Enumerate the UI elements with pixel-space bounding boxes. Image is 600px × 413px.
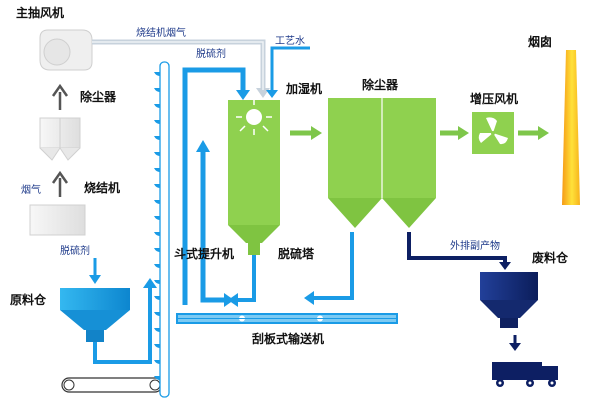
arrow-down-icon — [509, 343, 521, 351]
arrow-left-icon — [228, 293, 238, 307]
sintering-machine — [29, 204, 86, 236]
main-fan — [39, 29, 93, 71]
waste-silo — [480, 272, 538, 328]
elevator-bucket-icon — [154, 280, 160, 284]
elevator-bucket-icon — [154, 88, 160, 92]
silo-to-elevator-pipe — [93, 285, 152, 364]
process-water-pipe — [270, 46, 310, 92]
center-dust-collector — [328, 98, 436, 228]
desulfurizer-left-label: 脱硫剂 — [60, 244, 90, 257]
desulfurization-tower-label: 脱硫塔 — [278, 246, 315, 261]
scraper-conveyor — [176, 313, 398, 324]
collector-to-conveyor-pipe — [312, 232, 354, 300]
left-dust-collector — [39, 117, 81, 161]
arrow-up-icon — [51, 170, 69, 197]
scraper-conveyor-label: 刮板式输送机 — [252, 331, 324, 346]
arrow-right-icon — [538, 126, 549, 140]
bucket-elevator — [154, 61, 170, 398]
sinter-flue-gas-label: 烧结机烟气 — [136, 26, 186, 39]
elevator-bucket-icon — [154, 152, 160, 156]
byproduct-label: 外排副产物 — [450, 239, 500, 252]
chimney — [562, 50, 580, 205]
arrow-up-icon — [143, 278, 157, 288]
elevator-bucket-icon — [154, 72, 160, 76]
main-fan-label: 主抽风机 — [16, 5, 64, 20]
elevator-bucket-icon — [154, 312, 160, 316]
raw-material-silo-label: 原料仓 — [10, 292, 47, 307]
elevator-bucket-icon — [154, 120, 160, 124]
belt-conveyor — [61, 377, 163, 393]
arrow-right-icon — [458, 126, 469, 140]
desulfurizer-top-label: 脱硫剂 — [196, 47, 226, 60]
tower-to-conveyor-pipe — [236, 255, 256, 302]
raw-material-silo — [60, 288, 130, 342]
waste-silo-label: 废料仓 — [532, 250, 569, 265]
byproduct-pipe — [407, 232, 507, 265]
elevator-bucket-icon — [154, 376, 160, 380]
elevator-bucket-icon — [154, 216, 160, 220]
booster-fan — [472, 112, 514, 154]
flue-gas-pipe-inner — [92, 41, 264, 90]
elevator-bucket-icon — [154, 232, 160, 236]
center-dust-collector-label: 除尘器 — [362, 77, 399, 92]
truck-icon — [492, 362, 558, 387]
elevator-bucket-icon — [154, 200, 160, 204]
arrow-down-icon — [89, 275, 101, 284]
elevator-bucket-icon — [154, 360, 160, 364]
arrow-down-icon — [499, 262, 511, 270]
left-dust-collector-label: 除尘器 — [80, 89, 117, 104]
chimney-label: 烟囱 — [528, 34, 552, 49]
elevator-bucket-icon — [154, 184, 160, 188]
arrow-left-icon — [304, 291, 314, 305]
elevator-bucket-icon — [154, 344, 160, 348]
arrow-up-icon — [196, 140, 210, 152]
arrow-right-icon — [311, 126, 322, 140]
elevator-feed-pipe — [200, 290, 226, 303]
elevator-bucket-icon — [154, 328, 160, 332]
elevator-bucket-icon — [154, 168, 160, 172]
humidifier-label: 加湿机 — [285, 81, 322, 96]
bucket-elevator-label: 斗式提升机 — [174, 246, 234, 261]
process-water-label: 工艺水 — [275, 35, 305, 47]
elevator-bucket-icon — [154, 136, 160, 140]
elevator-to-tower-pipe — [182, 67, 246, 305]
flue-gas-label: 烟气 — [21, 183, 41, 196]
sintering-machine-label: 烧结机 — [84, 180, 120, 195]
arrow-down-icon — [266, 90, 278, 98]
sinter-flue-gas-pipe — [92, 39, 266, 90]
desulfurization-tower — [228, 100, 280, 255]
elevator-bucket-icon — [154, 264, 160, 268]
arrow-down-icon — [236, 90, 250, 100]
elevator-bucket-icon — [154, 296, 160, 300]
arrow-up-icon — [51, 83, 69, 110]
booster-fan-label: 增压风机 — [470, 91, 518, 106]
elevator-bucket-icon — [154, 104, 160, 108]
elevator-bucket-icon — [154, 248, 160, 252]
